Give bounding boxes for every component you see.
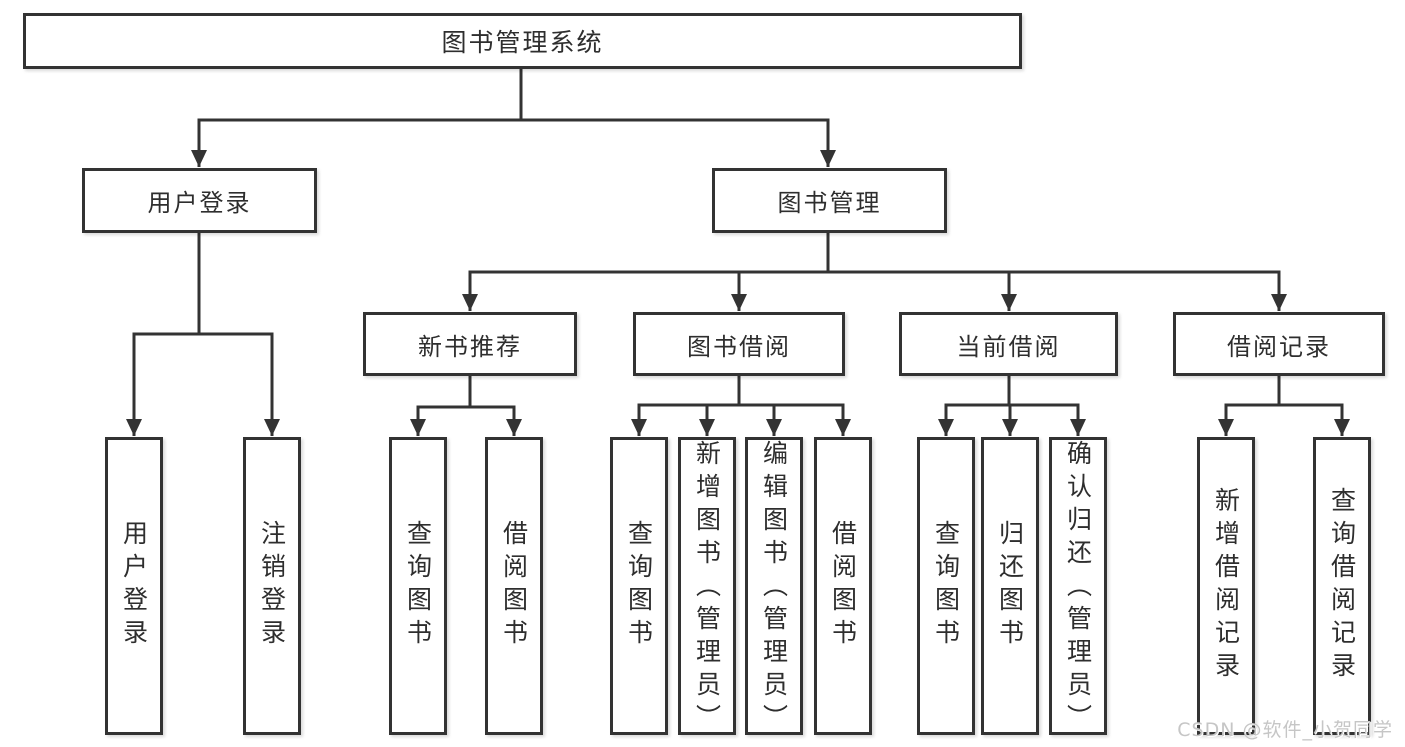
node-book-management: 图书管理 (712, 168, 947, 233)
node-current-borrow: 当前借阅 (899, 312, 1118, 376)
leaf-add-borrow-record: 新增借阅记录 (1197, 437, 1255, 735)
node-new-book-recommend: 新书推荐 (363, 312, 577, 376)
leaf-query-book-recommend: 查询图书 (389, 437, 447, 735)
node-borrow-record: 借阅记录 (1173, 312, 1385, 376)
node-book-borrow: 图书借阅 (633, 312, 845, 376)
leaf-query-borrow-record: 查询借阅记录 (1313, 437, 1371, 735)
leaf-confirm-return-admin: 确认归还（管理员） (1049, 437, 1107, 737)
leaf-logout-login: 注销登录 (243, 437, 301, 735)
leaf-user-login: 用户登录 (105, 437, 163, 735)
node-root: 图书管理系统 (23, 13, 1022, 69)
leaf-query-book-current: 查询图书 (917, 437, 975, 735)
csdn-watermark: CSDN @软件_小贺同学 (1177, 719, 1393, 741)
leaf-edit-book-admin: 编辑图书（管理员） (745, 437, 803, 737)
node-user-login: 用户登录 (82, 168, 317, 233)
leaf-borrow-book: 借阅图书 (814, 437, 872, 735)
leaf-query-book-borrow: 查询图书 (610, 437, 668, 735)
tree-branch-lines (132, 64, 1344, 409)
leaf-borrow-book-recommend: 借阅图书 (485, 437, 543, 735)
leaf-add-book-admin: 新增图书（管理员） (678, 437, 736, 737)
leaf-return-book: 归还图书 (981, 437, 1039, 735)
